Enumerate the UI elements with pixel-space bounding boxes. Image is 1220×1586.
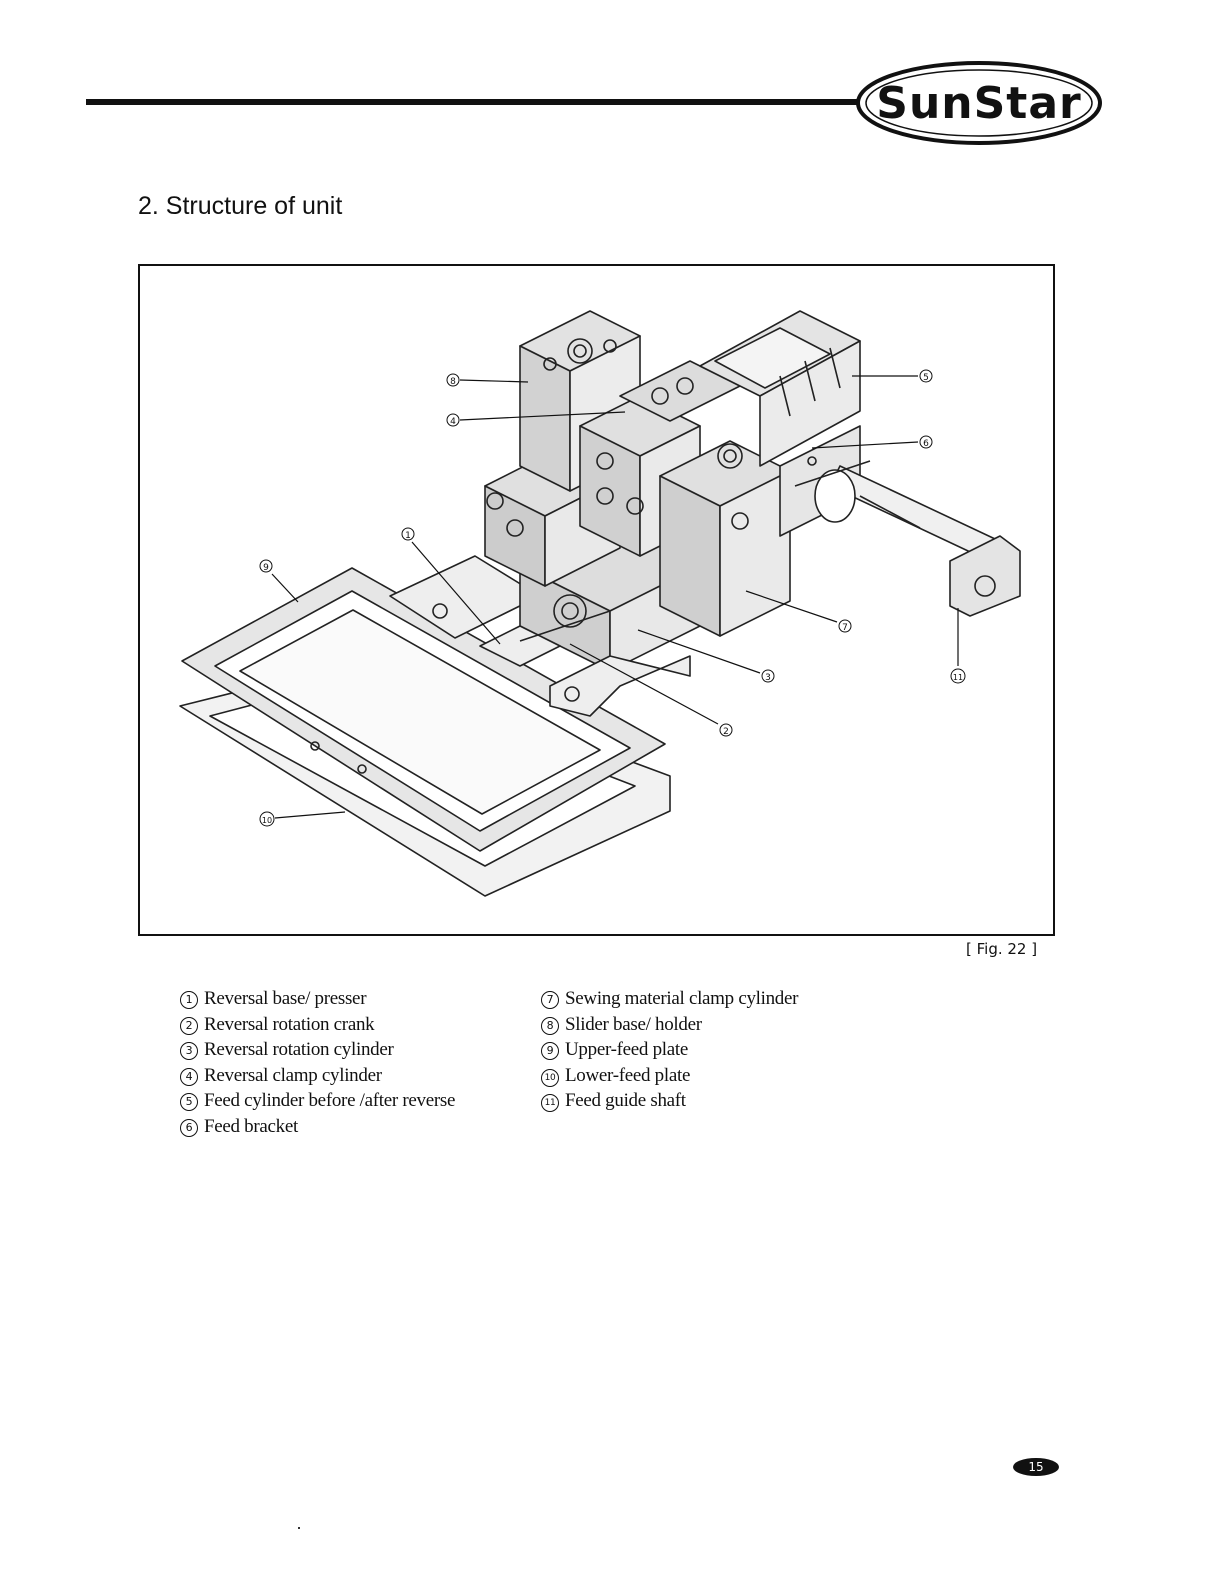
- callout-8: 8: [446, 373, 460, 387]
- callout-10: 10: [259, 811, 275, 827]
- callout-6: 6: [919, 435, 933, 449]
- callout-7: 7: [838, 619, 852, 633]
- print-speck: [298, 1527, 300, 1529]
- callout-5: 5: [919, 369, 933, 383]
- section-title: 2. Structure of unit: [138, 192, 343, 220]
- figure-caption: [ Fig. 22 ]: [966, 940, 1038, 958]
- callout-2: 2: [719, 723, 733, 737]
- callout-9: 9: [259, 559, 273, 573]
- svg-text:8: 8: [450, 377, 456, 387]
- svg-text:10: 10: [262, 816, 272, 825]
- brand-logo: SunStar: [855, 60, 1103, 146]
- svg-text:1: 1: [405, 531, 411, 541]
- logo-oval: [856, 61, 1102, 145]
- unit-structure-drawing: 8 4 1 9 5 6 7 3 2 10 11: [179, 310, 1021, 897]
- callout-4: 4: [446, 413, 460, 427]
- callout-1: 1: [401, 527, 415, 541]
- header-rule: [86, 99, 862, 105]
- svg-text:6: 6: [923, 439, 929, 449]
- page-number: 15: [1013, 1458, 1059, 1476]
- callout-3: 3: [761, 669, 775, 683]
- brand-name: SunStar: [876, 77, 1082, 129]
- svg-text:3: 3: [765, 673, 771, 683]
- svg-text:4: 4: [450, 417, 456, 427]
- callout-11: 11: [950, 668, 966, 684]
- svg-text:5: 5: [923, 373, 929, 383]
- svg-text:9: 9: [263, 563, 269, 573]
- svg-text:2: 2: [723, 727, 729, 737]
- svg-text:11: 11: [953, 673, 963, 682]
- svg-text:7: 7: [842, 623, 848, 633]
- figure-22: 8 4 1 9 5 6 7 3 2 10 11: [138, 264, 1055, 936]
